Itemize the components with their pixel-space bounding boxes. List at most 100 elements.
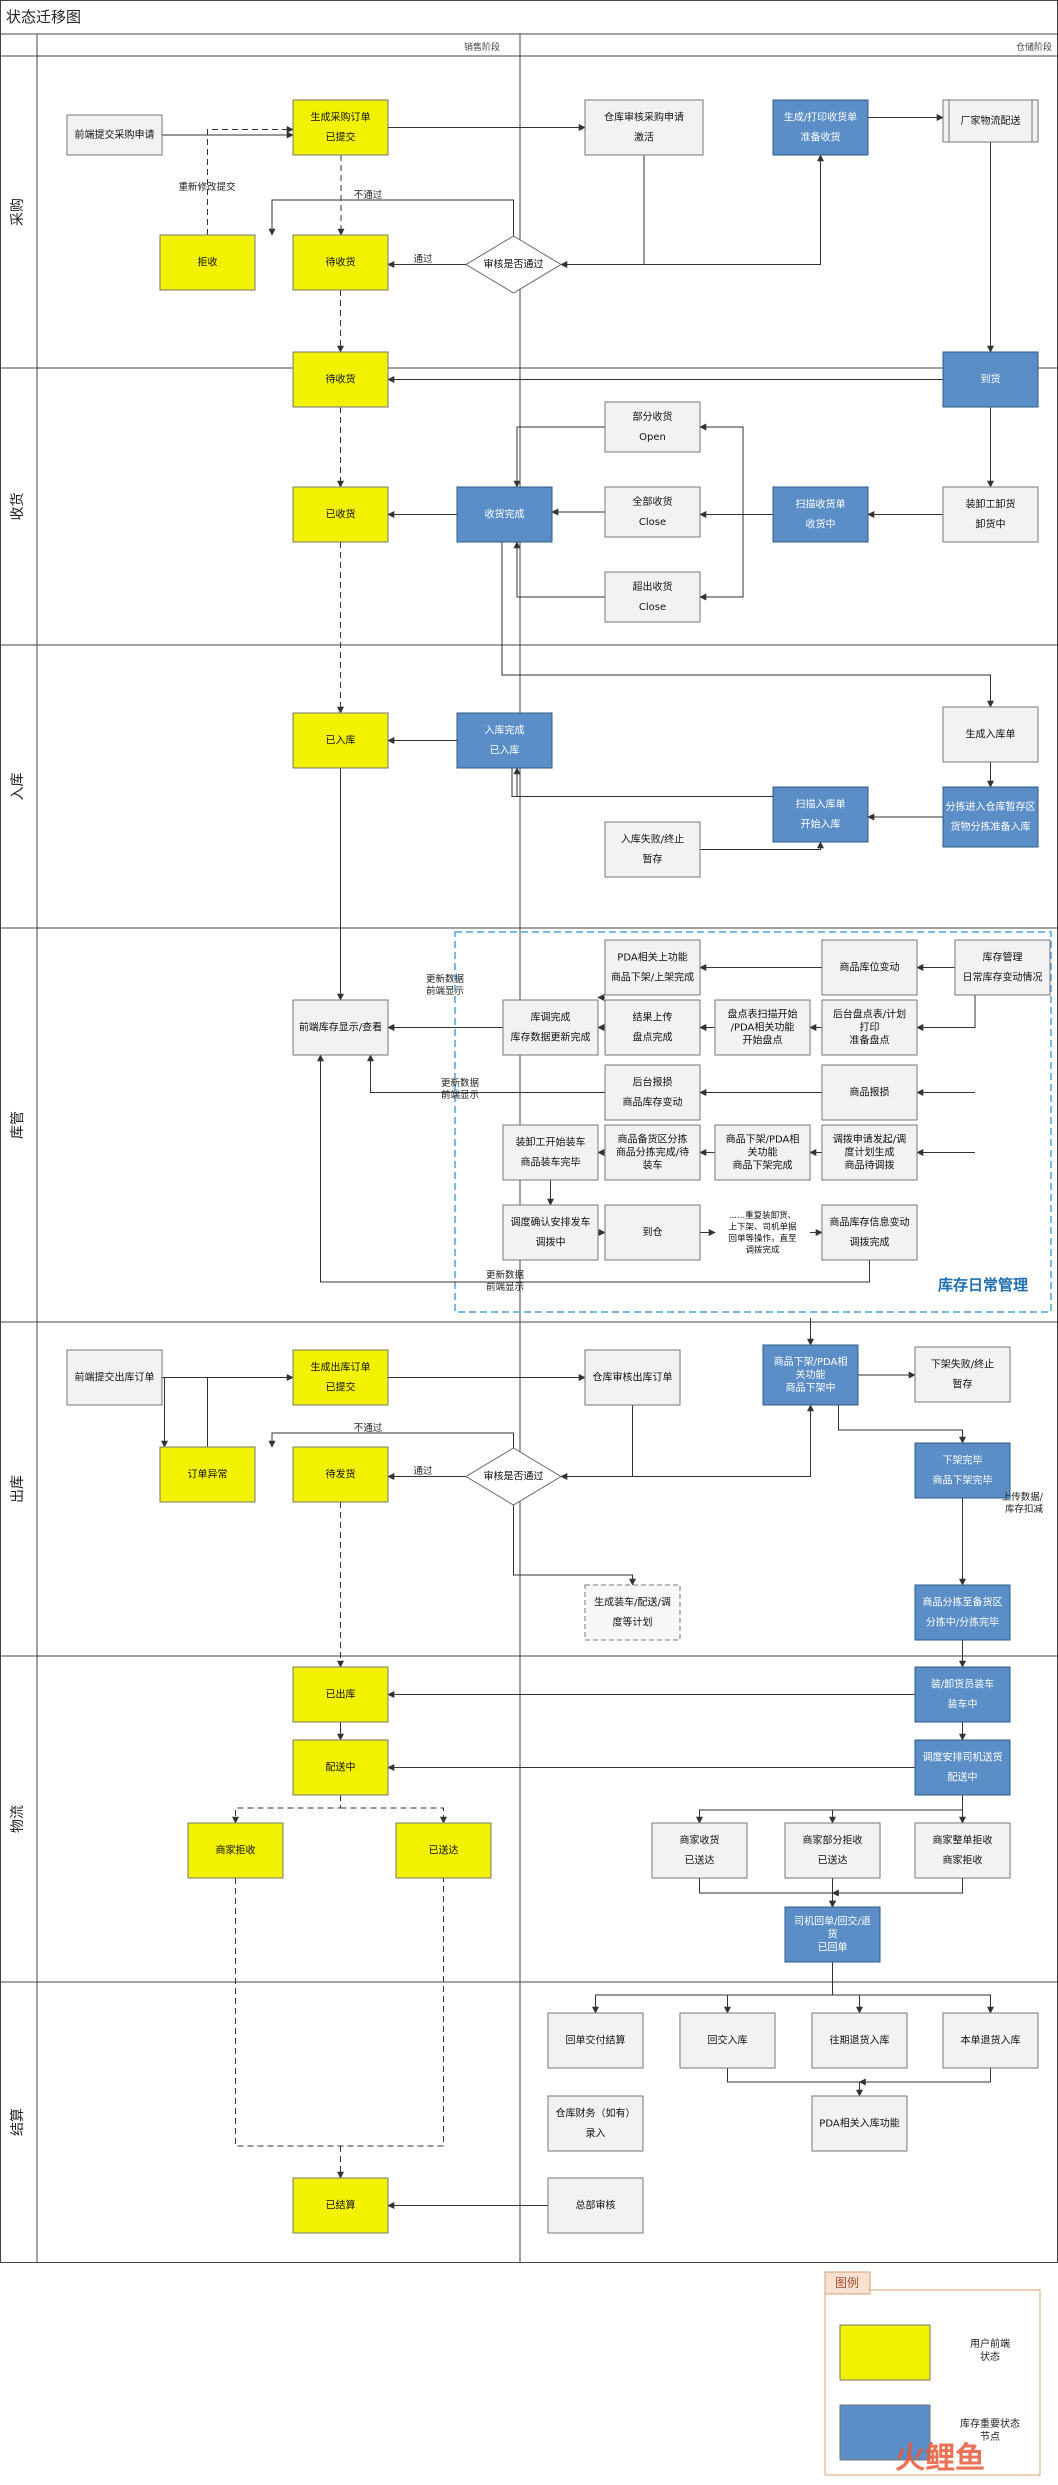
node-text: 后台报损 [633,1076,673,1089]
watermark-logo: 火鲤鱼 [895,2441,985,2476]
node-text: 回单等操作，直至 [728,1233,797,1244]
node-s-receipt: 回单交付结算 [547,2012,644,2069]
lane-label: 物流 [10,1805,26,1833]
edge-label-update3: 更新数据 [486,1269,525,1281]
flow-arrow [268,1432,514,1448]
node-text: 收货完成 [485,508,525,521]
node-l-out: 已出库 [292,1666,389,1723]
node-text: 激活 [634,131,654,144]
node-k-shelf: 商品库位变动 [821,939,918,996]
node-text: 生成出库订单 [311,1361,371,1374]
node-text: 商家拒收 [943,1854,983,1867]
node-text: 已收货 [326,508,356,521]
inventory-management-title: 库存日常管理 [938,1276,1028,1294]
node-p-reject: 拒收 [159,234,256,291]
edge-label-reject_o: 不通过 [354,1422,383,1434]
node-text: 卸货中 [976,518,1006,531]
node-s-pda: PDA相关入库功能 [811,2095,908,2152]
node-text: 装卸工卸货 [966,498,1016,511]
node-text: 准备盘点 [850,1034,890,1047]
node-text: 超出收货 [633,580,673,593]
node-s-done: 已结算 [292,2177,389,2234]
edge-label-update1: 前端显示 [426,985,464,997]
node-text: 库调完成 [531,1011,571,1024]
node-text: 部分收货 [633,410,673,423]
node-r-done: 已收货 [292,486,389,543]
node-text: 开始盘点 [743,1034,783,1047]
node-text: 生成采购订单 [311,111,371,124]
node-text: 已回单 [818,1942,848,1954]
node-text: 上下架、司机单据 [728,1221,797,1232]
node-p-factory: 厂家物流配送 [942,99,1039,143]
node-text: 调度安排司机送货 [923,1751,1003,1764]
flow-arrow [838,1405,966,1444]
node-s-review: 总部审核 [547,2177,644,2234]
node-k-loss: 商品报损 [821,1064,918,1121]
node-text: 商品备货区分拣 [618,1133,688,1146]
node-i-done: 已入库 [292,712,389,769]
flow-arrow [592,1962,833,2014]
edge-label-upload_o: 上传数据/ [1002,1491,1044,1503]
node-text: /PDA相关功能 [731,1021,795,1034]
flow-arrow [916,995,976,1031]
legend-swatch [839,2404,931,2461]
node-text: 商品待调拨 [845,1159,895,1172]
lane-label: 收货 [9,493,26,521]
node-s-finance: 仓库财务（如有）录入 [547,2095,644,2152]
edge-label-pass_o: 通过 [413,1465,433,1477]
node-text: 装车中 [948,1698,978,1711]
flow-arrow [268,199,514,236]
flow-arrow [501,542,994,708]
edge-label-update2: 前端显示 [441,1089,479,1101]
node-text: 调度确认安排发车 [511,1216,591,1229]
node-r-complete: 收货完成 [456,486,553,543]
node-text: 商家整单拒收 [933,1834,993,1847]
node-text: 到仓 [643,1226,663,1239]
edge-label-upload_o: 库存扣减 [1005,1503,1044,1515]
node-s-back: 回交入库 [679,2012,776,2069]
node-text: 生成/打印收货单 [784,111,857,124]
node-i-gen: 生成入库单 [942,706,1039,763]
flow-arrow [561,154,824,265]
node-text: 入库失败/终止 [621,833,684,846]
legend-label: 库存重要状态 [960,2417,1020,2430]
node-text: 已提交 [326,131,356,144]
node-text: 商品库存信息变动 [830,1216,910,1229]
node-o-check: 审核是否通过 [465,1447,562,1506]
node-text: 商品分拣至备货区 [923,1596,1003,1609]
node-text: 仓库审核采购申请 [604,111,684,124]
node-text: 生成装车/配送/调 [594,1596,671,1609]
flow-arrow [513,426,605,488]
node-l-refuse: 商家拒收 [187,1822,284,1879]
node-text: 商品库位变动 [840,961,900,974]
node-text: 本单退货入库 [961,2034,1021,2047]
node-text: 全部收货 [633,495,673,508]
node-text: 调拨完成 [850,1236,890,1249]
node-text: 总部审核 [576,2199,616,2212]
node-text: 已结算 [326,2199,356,2212]
node-text: 调拨完成 [745,1244,780,1255]
node-text: 到货 [981,373,1001,386]
flow-arrow [232,1795,341,1824]
lane-label: 结算 [10,2108,26,2136]
lane-label: 入库 [10,773,26,801]
